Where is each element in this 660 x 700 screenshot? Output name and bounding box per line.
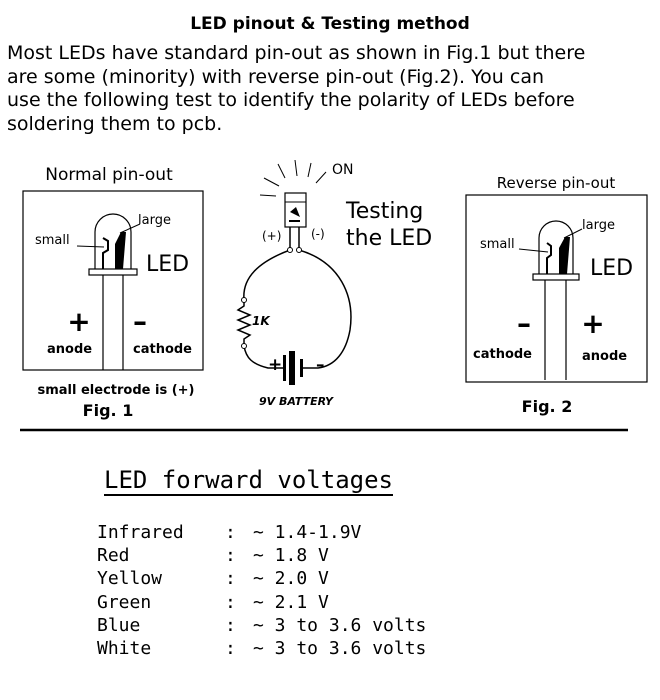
fig2-frame <box>465 194 648 383</box>
minus-pin-label: (-) <box>311 227 325 241</box>
row-separator: : <box>225 568 236 590</box>
fig2-led-label: LED <box>590 256 633 281</box>
fig2-large-label: large <box>582 218 615 233</box>
voltage-row: Yellow: ~ 2.0 V <box>97 567 426 590</box>
fig1-anode-label: anode <box>47 342 92 357</box>
page-title: LED pinout & Testing method <box>190 14 470 34</box>
battery-label: 9V BATTERY <box>259 395 334 408</box>
plus-pin-label: (+) <box>262 229 281 243</box>
testing-title-1: Testing <box>345 199 423 224</box>
fig1-cathode-label: cathode <box>133 342 192 357</box>
fig2-small-label: small <box>480 237 515 252</box>
wire-terminals <box>241 247 302 349</box>
small-pointer <box>76 245 105 248</box>
testing-circuit: ON (+) (-) Testing the LED 1K <box>236 159 432 408</box>
led-color: Infrared <box>97 522 184 543</box>
battery-icon <box>283 351 303 385</box>
fig1-caption: Fig. 1 <box>83 401 134 420</box>
test-led <box>284 192 307 250</box>
led-color: Green <box>97 591 152 613</box>
led-flange <box>532 273 580 281</box>
circuit-wires <box>243 249 352 369</box>
fig1-note: small electrode is (+) <box>38 383 195 398</box>
led-color: White <box>97 637 152 659</box>
voltages-table: Infrared: ~ 1.4-1.9V Red: ~ 1.8 V Yellow: ~… <box>97 521 426 660</box>
forward-voltage: ~ 2.0 V <box>253 568 329 590</box>
led-color: Red <box>97 545 130 567</box>
resistor <box>236 302 252 344</box>
forward-voltage: ~ 1.4-1.9V <box>253 522 362 543</box>
large-electrode <box>559 237 570 274</box>
fig2-minus-sign: – <box>517 307 531 340</box>
fig1-normal-pinout: Normal pin-out small large LED + – anode… <box>22 165 204 420</box>
led-flange <box>88 268 138 276</box>
voltage-row: Blue: ~ 3 to 3.6 volts <box>97 614 426 637</box>
row-separator: : <box>225 545 236 567</box>
voltage-row: Red: ~ 1.8 V <box>97 544 426 567</box>
fig1-minus-sign: – <box>133 305 147 338</box>
fig1-heading: Normal pin-out <box>45 165 173 185</box>
fig1-small-label: small <box>35 233 70 248</box>
voltage-row: Green: ~ 2.1 V <box>97 591 426 614</box>
battery-plus: + <box>268 355 282 375</box>
fig2-plus-sign: + <box>581 307 604 340</box>
fig2-caption: Fig. 2 <box>522 397 573 416</box>
intro-line: are some (minority) with reverse pin-out… <box>7 65 545 88</box>
on-label: ON <box>332 162 354 178</box>
row-separator: : <box>225 637 236 659</box>
forward-voltage: ~ 1.8 V <box>253 545 329 567</box>
intro-paragraph: Most LEDs have standard pin-out as shown… <box>7 42 585 136</box>
intro-line: use the following test to identify the p… <box>7 89 575 111</box>
fig2-cathode-label: cathode <box>473 347 532 362</box>
forward-voltage: ~ 3 to 3.6 volts <box>253 637 427 659</box>
testing-title-2: the LED <box>346 226 432 251</box>
row-separator: : <box>225 614 236 636</box>
row-separator: : <box>225 522 236 543</box>
battery-minus: – <box>316 355 325 375</box>
small-electrode <box>546 242 552 274</box>
light-rays <box>259 159 327 197</box>
resistor-label: 1K <box>252 314 271 328</box>
fig2-led-drawing <box>518 220 583 380</box>
fig2-heading: Reverse pin-out <box>497 174 616 192</box>
large-pointer <box>119 223 141 234</box>
fig1-plus-sign: + <box>67 305 90 338</box>
voltage-row: Infrared: ~ 1.4-1.9V <box>97 521 426 544</box>
led-color: Blue <box>97 614 141 636</box>
row-separator: : <box>225 591 236 613</box>
large-pointer <box>563 228 583 239</box>
forward-voltage: ~ 3 to 3.6 volts <box>253 614 427 636</box>
diagram-canvas: Normal pin-out small large LED + – anode… <box>20 159 648 432</box>
fig1-led-drawing <box>76 213 141 370</box>
small-electrode <box>102 237 109 269</box>
forward-voltage: ~ 2.1 V <box>253 591 329 613</box>
fig1-large-label: large <box>138 213 171 228</box>
voltage-row: White: ~ 3 to 3.6 volts <box>97 637 426 660</box>
intro-line: soldering them to pcb. <box>7 112 223 135</box>
led-color: Yellow <box>97 568 163 590</box>
voltages-title: LED forward voltages <box>104 466 393 494</box>
fig1-led-label: LED <box>146 252 189 277</box>
fig1-frame <box>22 190 204 371</box>
fig2-anode-label: anode <box>582 349 627 364</box>
small-pointer <box>518 248 549 253</box>
fig2-reverse-pinout: Reverse pin-out small large LED – + cath… <box>465 174 648 416</box>
intro-line: Most LEDs have standard pin-out as shown… <box>7 42 586 64</box>
led-dome <box>94 213 132 269</box>
large-electrode <box>115 232 126 269</box>
